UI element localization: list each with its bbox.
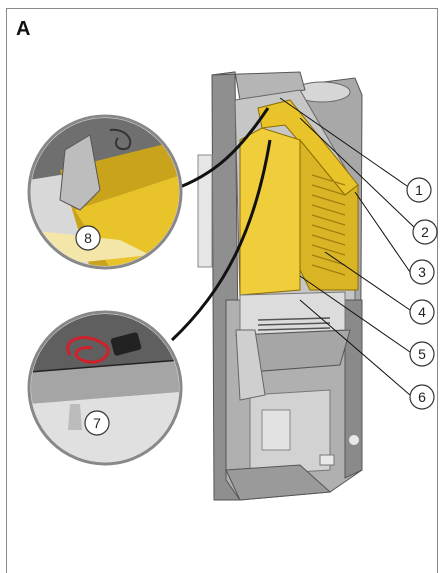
callout-3-label: 3 (418, 264, 426, 280)
callout-3-marker (409, 259, 435, 285)
callout-7-marker (84, 410, 110, 436)
callouts-right: 1 2 3 4 5 6 (406, 177, 438, 410)
callout-8-label: 8 (84, 230, 92, 246)
detail-magnifier-8: 8 (27, 114, 183, 270)
detail-magnifier-7: 7 (27, 310, 183, 466)
bottom-base (225, 464, 332, 501)
leader-lines (279, 97, 416, 396)
leader-line-1 (279, 97, 408, 187)
leader-line-5 (299, 275, 411, 353)
leader-line-2 (299, 117, 416, 229)
callout-1-label: 1 (415, 182, 423, 198)
callout-2-marker (412, 219, 438, 245)
callout-7-label: 7 (93, 415, 101, 431)
leader-line-4 (324, 251, 411, 311)
grate-bars (257, 317, 331, 331)
callout-5-marker (409, 341, 435, 367)
side-handle (197, 154, 213, 268)
ash-drawer-slot (261, 409, 291, 451)
leader-line-6 (299, 299, 411, 396)
figure-frame (6, 8, 438, 573)
air-channel (235, 329, 266, 401)
insulation-side-panel (239, 127, 301, 296)
panel-label: A (16, 18, 31, 40)
callout-4-marker (409, 299, 435, 325)
insulation-ribs (311, 174, 346, 276)
callout-2-label: 2 (421, 224, 429, 240)
callout-6-label: 6 (418, 389, 426, 405)
base-foot (319, 454, 335, 466)
callout-6-marker (409, 384, 435, 410)
callout-8-marker (75, 225, 101, 251)
combustion-chamber (235, 99, 359, 401)
leader-line-3 (354, 191, 411, 273)
vent-hole (349, 435, 359, 445)
connector-to-detail-8 (171, 107, 270, 192)
callout-1-marker (406, 177, 432, 203)
connector-to-detail-7 (170, 139, 272, 342)
callout-4-label: 4 (418, 304, 426, 320)
side-panel (344, 299, 363, 479)
red-cable (66, 336, 110, 364)
detail-connectors (170, 107, 272, 342)
callout-5-label: 5 (418, 346, 426, 362)
